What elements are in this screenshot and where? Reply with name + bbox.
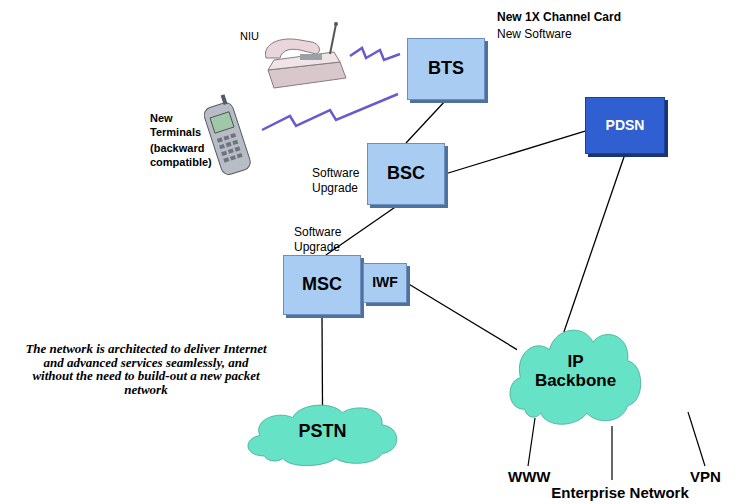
- annotation-label: New Software: [497, 27, 617, 42]
- node-label: BTS: [428, 59, 464, 79]
- radio-link: [262, 94, 398, 130]
- network-link: [406, 100, 446, 143]
- node-label: PDSN: [606, 118, 645, 133]
- annotation-label: WWW: [508, 468, 558, 487]
- network-link: [445, 131, 585, 174]
- node-label: PSTN: [298, 422, 346, 442]
- network-cloud: PSTN: [240, 396, 405, 468]
- annotation-label: Software Upgrade: [312, 166, 368, 196]
- leader-line: [611, 426, 612, 480]
- note-text: The network is architected to deliver In…: [24, 342, 268, 397]
- network-box: PDSN: [585, 97, 665, 154]
- niu-phone: [265, 22, 346, 88]
- annotation-label: Software Upgrade: [294, 225, 350, 255]
- annotation-label: (backward compatible): [150, 142, 224, 170]
- node-label: MSC: [302, 275, 342, 295]
- annotation-label: New Terminals: [150, 112, 212, 140]
- network-box: IWF: [363, 263, 407, 303]
- network-box: BTS: [407, 38, 485, 100]
- network-cloud: IP Backbone: [503, 316, 648, 428]
- network-box: BSC: [367, 143, 445, 205]
- network-link: [407, 283, 517, 350]
- annotation-label: New 1X Channel Card: [497, 10, 677, 25]
- network-link: [321, 315, 323, 406]
- network-link: [564, 154, 625, 332]
- node-label: IWF: [372, 275, 398, 290]
- annotation-label: Enterprise Network: [540, 484, 700, 503]
- node-label: IP Backbone: [530, 353, 622, 390]
- node-label: BSC: [387, 164, 425, 184]
- annotation-label: NIU: [240, 30, 280, 44]
- annotation-label: VPN: [690, 468, 732, 487]
- leader-line: [688, 412, 705, 466]
- leader-line: [528, 418, 535, 466]
- network-box: MSC: [283, 255, 361, 315]
- radio-link: [350, 48, 400, 60]
